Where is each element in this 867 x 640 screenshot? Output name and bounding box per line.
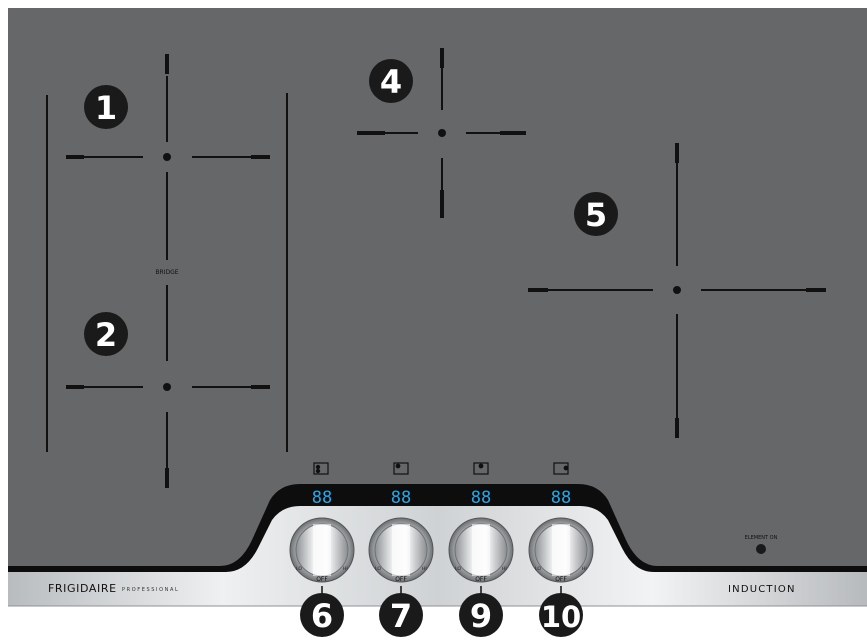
knob-badge-10: 10 (539, 593, 583, 637)
svg-text:LO: LO (455, 566, 461, 572)
type-label: INDUCTION (728, 584, 796, 595)
element-on-indicator (756, 544, 766, 554)
display-4: 88 (551, 488, 571, 508)
bridge-label: BRIDGE (155, 269, 178, 276)
svg-text:OFF: OFF (475, 576, 487, 583)
svg-text:5: 5 (585, 196, 607, 234)
svg-text:9: 9 (470, 597, 492, 635)
svg-text:10: 10 (541, 600, 581, 634)
svg-text:OFF: OFF (555, 576, 567, 583)
knob-badge-9: 9 (459, 593, 503, 637)
svg-text:6: 6 (311, 597, 333, 635)
zone-badge-2: 2 (84, 312, 128, 356)
knob-10[interactable]: OFF (529, 518, 593, 583)
display-1: 88 (312, 488, 332, 508)
svg-text:LO: LO (296, 566, 302, 572)
knob-9[interactable]: OFF (449, 518, 513, 583)
brand-name: FRIGIDAIRE (48, 582, 117, 595)
zone-badge-4: 4 (369, 59, 413, 103)
svg-text:HI: HI (343, 566, 348, 572)
svg-text:2: 2 (95, 316, 117, 354)
brand-line: PROFESSIONAL (122, 587, 179, 593)
svg-text:HI: HI (422, 566, 427, 572)
display-2: 88 (391, 488, 411, 508)
svg-text:OFF: OFF (316, 576, 328, 583)
svg-text:OFF: OFF (395, 576, 407, 583)
display-3: 88 (471, 488, 491, 508)
svg-text:1: 1 (95, 89, 117, 127)
knob-6[interactable]: OFF (290, 518, 354, 583)
element-on-label: ELEMENT ON (745, 535, 778, 541)
svg-text:LO: LO (535, 566, 541, 572)
svg-text:HI: HI (582, 566, 587, 572)
knob-badge-7: 7 (379, 593, 423, 637)
svg-text:LO: LO (375, 566, 381, 572)
svg-text:7: 7 (390, 597, 412, 635)
knob-badge-6: 6 (300, 593, 344, 637)
zone-badge-5: 5 (574, 192, 618, 236)
knob-7[interactable]: OFF (369, 518, 433, 583)
zone-badge-1: 1 (84, 85, 128, 129)
svg-text:4: 4 (380, 63, 402, 101)
svg-text:HI: HI (502, 566, 507, 572)
